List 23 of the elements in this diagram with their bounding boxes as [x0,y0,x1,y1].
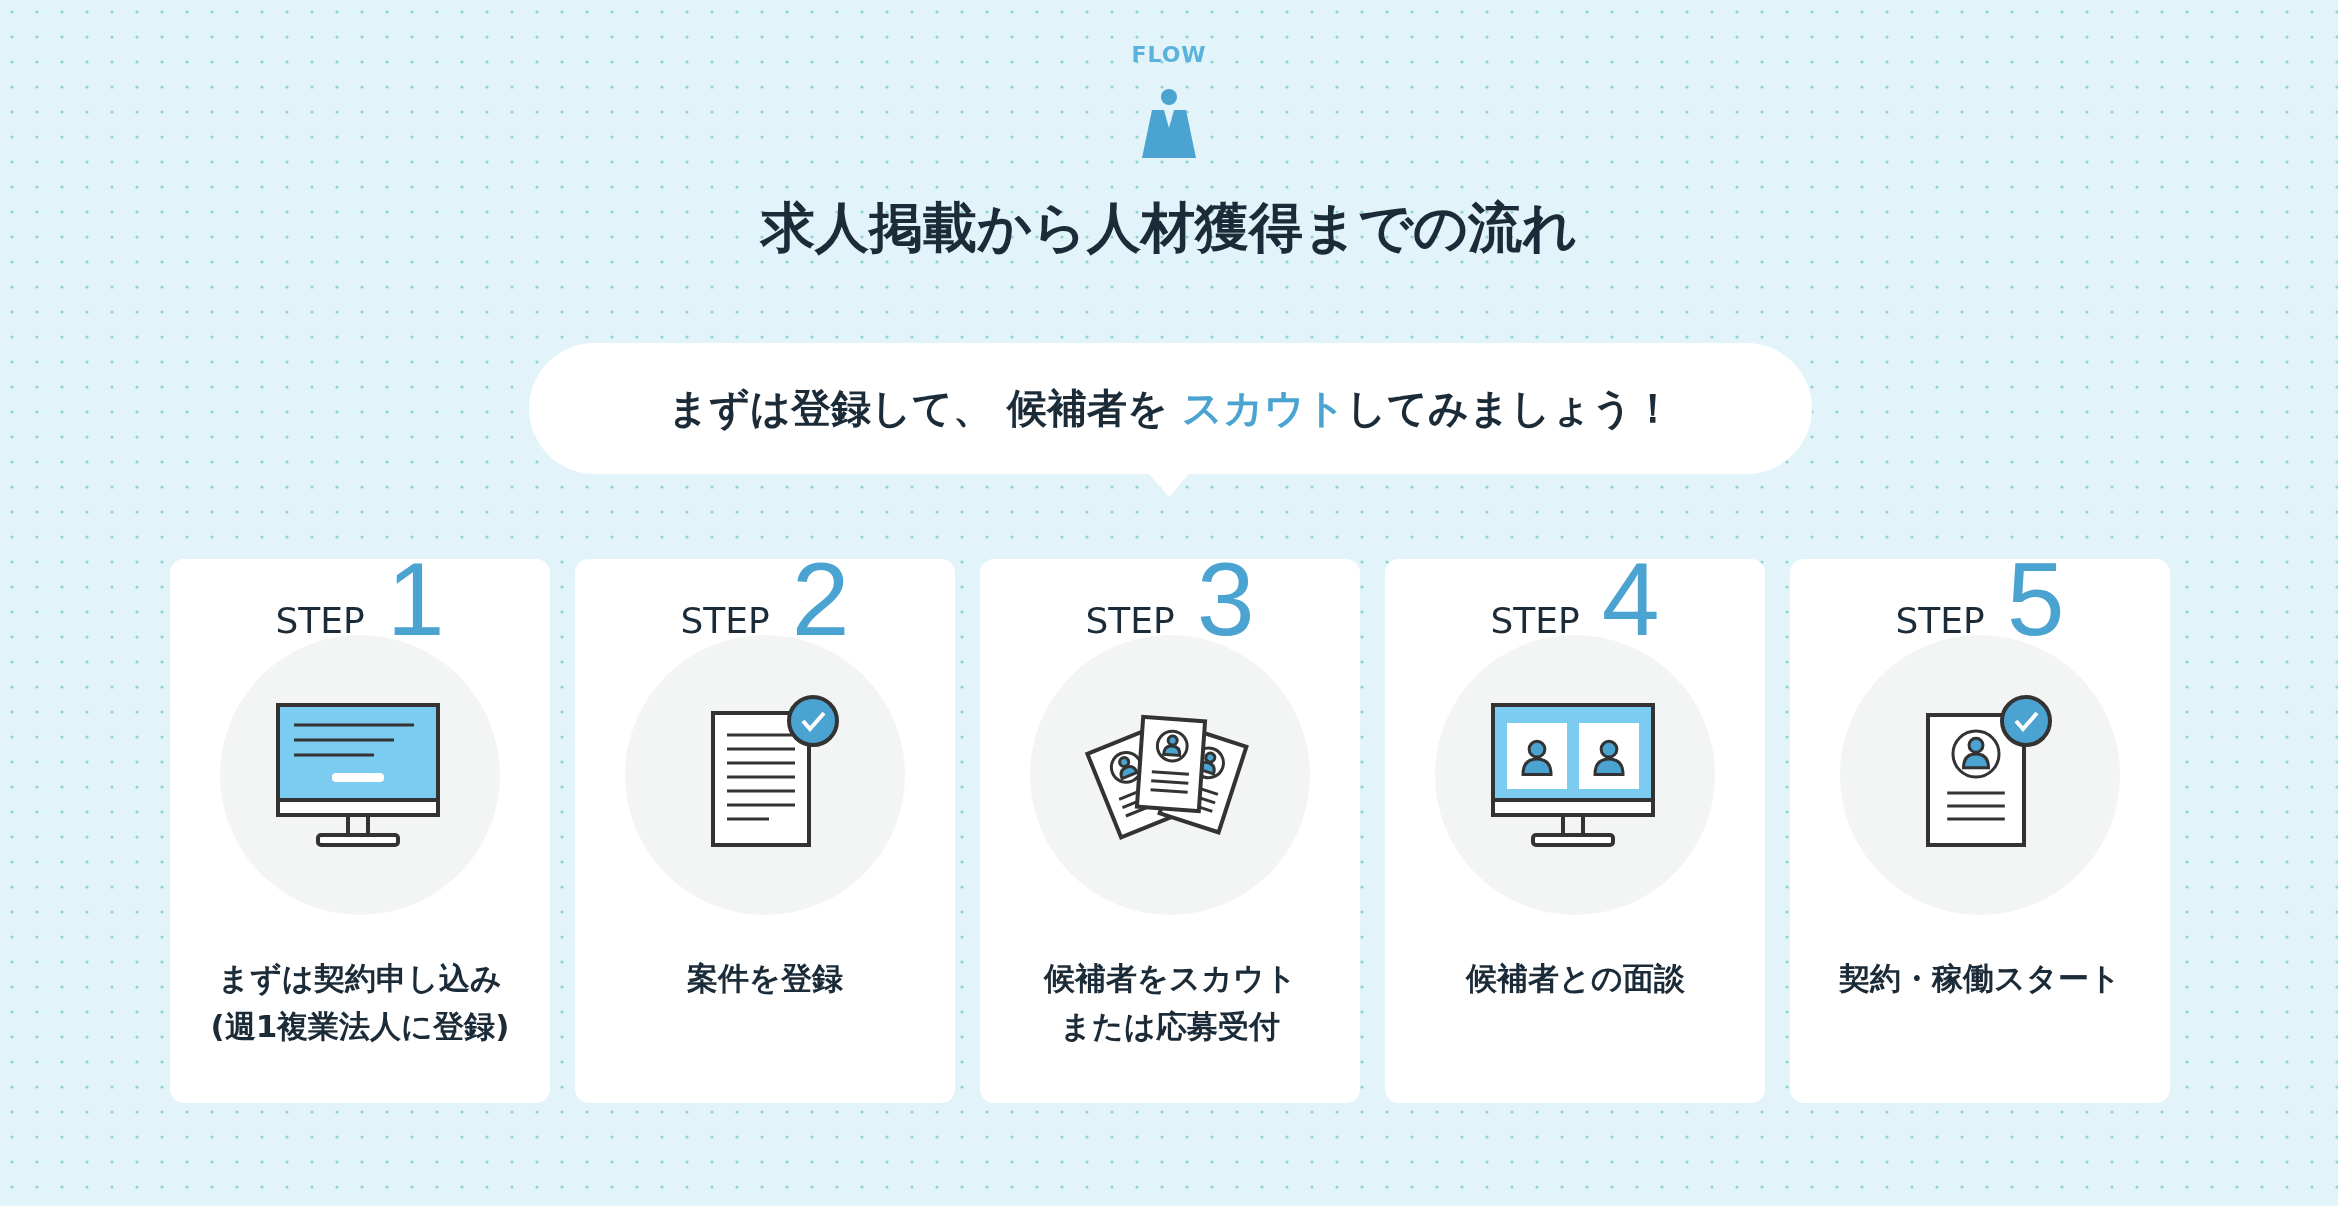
step-description: まずは契約申し込み(週1複業法人に登録) [209,959,511,1046]
step-number: 5 [2006,549,2065,649]
step-card [1385,559,1765,1103]
step-description: 契約・稼働スタート [1838,959,2122,998]
step-label: STEP [1895,601,1985,641]
step-card [980,559,1360,1103]
step-number: 1 [386,549,445,649]
step-description: 候補者をスカウトまたは応募受付 [1042,959,1298,1046]
step-label: STEP [275,601,365,641]
step-number: 3 [1196,549,1255,649]
step-card [170,559,550,1103]
step-number: 4 [1601,549,1660,649]
step-card [575,559,955,1103]
step-card [1790,559,2170,1103]
step-label: STEP [680,601,770,641]
step-description: 候補者との面談 [1464,959,1686,998]
step-description: 案件を登録 [686,959,844,998]
section-tag: FLOW [1119,42,1219,67]
bubble-text: まずは登録して、 候補者を スカウトしてみましょう！ [668,384,1673,433]
step-number: 2 [791,549,850,649]
step-label: STEP [1490,601,1580,641]
step-label: STEP [1085,601,1175,641]
diagram-title: 求人掲載から人材獲得までの流れ [758,195,1578,261]
